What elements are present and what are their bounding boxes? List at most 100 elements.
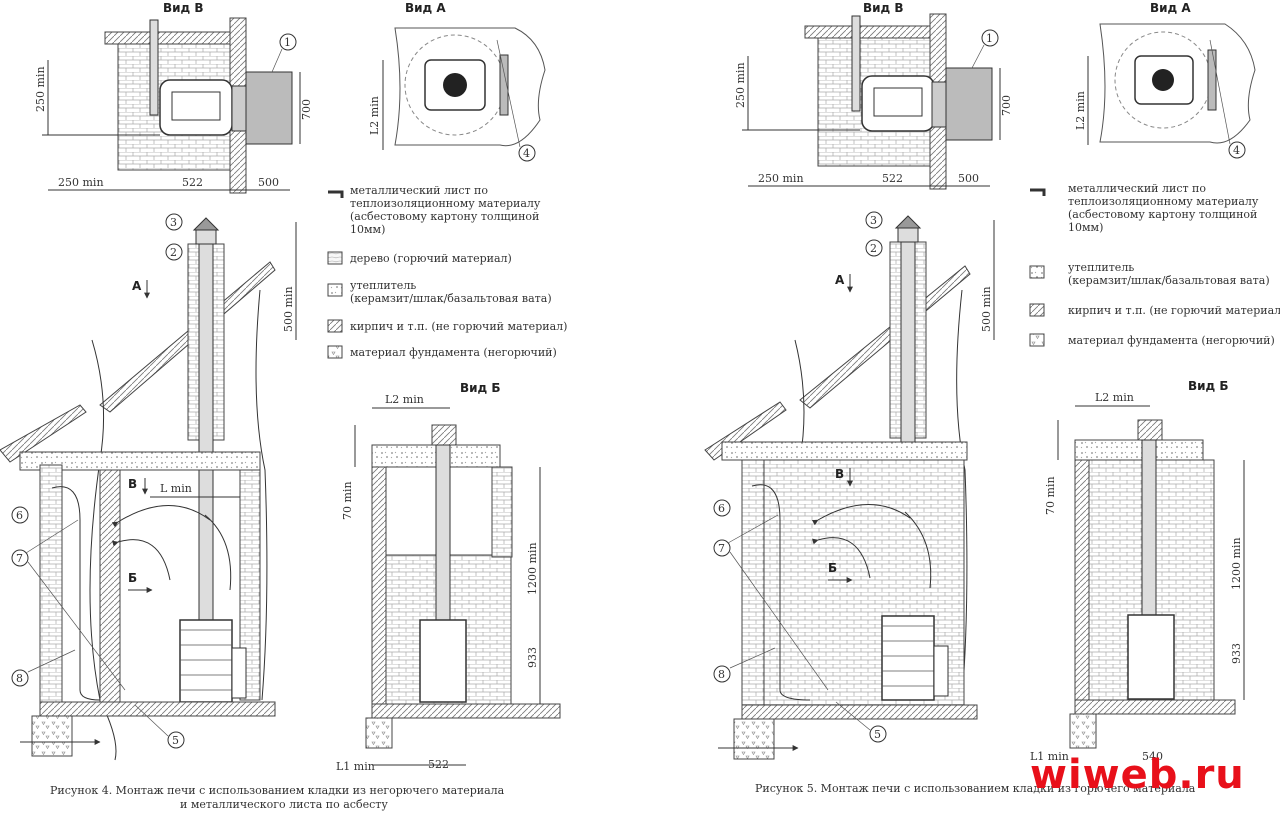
left-dim-lmin-label: L min	[160, 482, 192, 495]
left-view-b-foundation	[365, 717, 393, 749]
legend-right-metal-text-3: (асбестовому картону толщиной	[1068, 208, 1257, 221]
left-view-v-label: Вид В	[163, 1, 204, 15]
left-chimney-pipe	[198, 243, 214, 621]
left-callout-7-leader	[25, 519, 79, 554]
right-view-b-pipe	[1141, 439, 1157, 616]
legend-ins-swatch	[327, 283, 343, 297]
left-callout-2	[165, 243, 183, 261]
legend-fnd-text: материал фундамента (негорючий)	[350, 346, 557, 359]
left-callout-4	[518, 144, 536, 162]
left-caption-line-1: Рисунок 4. Монтаж печи с использованием …	[50, 784, 505, 797]
right-callout-6	[713, 499, 731, 517]
right-callout-6-label: 6	[718, 502, 725, 515]
right-view-a: Вид А L2 min 4	[1074, 1, 1256, 159]
left-airflow-1	[111, 505, 211, 528]
right-view-v-tunnel	[931, 81, 947, 128]
right-callout-4-leader	[1209, 39, 1231, 145]
legend-right-brick-swatch	[1029, 303, 1045, 317]
left-dim-700-label: 700	[300, 99, 313, 120]
right-arrow-v-label: В	[835, 467, 844, 481]
right-view-b-chimney-top	[1137, 419, 1163, 441]
left-stove-door	[231, 647, 247, 699]
right-view-b-floor	[1074, 699, 1236, 715]
legend-metal-text-4: 10мм)	[350, 223, 385, 236]
right-foundation	[733, 718, 775, 760]
right-caption: Рисунок 5. Монтаж печи с использованием …	[755, 782, 1196, 795]
right-airflow-3	[904, 511, 932, 589]
left-view-v-ceiling	[104, 31, 246, 45]
left-chimney-top	[195, 229, 217, 245]
left-view-a-metal-sheet	[499, 54, 509, 116]
right-dim-250-horizontal-label: 250 min	[758, 172, 804, 185]
right-view-b-dim-1200-label: 1200 min	[1230, 537, 1243, 590]
legend-right-fnd-swatch	[1029, 333, 1045, 347]
left-right-brick-wall	[239, 469, 261, 701]
left-foundation	[31, 715, 73, 757]
right-callout-3	[865, 211, 883, 229]
left-roof-lower	[0, 404, 87, 463]
legend-metal-swatch	[328, 190, 344, 198]
right-stove-door	[933, 645, 949, 697]
legend-metal-text-3: (асбестовому картону толщиной	[350, 210, 539, 223]
right-view-v-label: Вид В	[863, 1, 904, 15]
right-view-a-metal-sheet	[1207, 49, 1217, 111]
left-view-b-brick-top	[491, 466, 513, 558]
left-main-section: 3 2 500 min А В	[0, 213, 297, 761]
right-ceiling-insulation	[721, 441, 968, 461]
legend-right-ins-text-2: (керамзит/шлак/базальтовая вата)	[1068, 274, 1270, 287]
left-arrow-b-label: Б	[128, 571, 137, 585]
left-view-a-stones	[443, 73, 467, 97]
right-view-a-dim-l2-label: L2 min	[1074, 91, 1087, 130]
right-callout-5-label: 5	[874, 728, 881, 741]
left-view-b-dim-l1-label: L1 min	[336, 760, 375, 773]
right-view-a-label: Вид А	[1150, 1, 1191, 15]
left-view-b-dim-70-label: 70 min	[341, 481, 354, 520]
right-floor	[741, 704, 978, 720]
right-view-b-ceiling	[1074, 439, 1204, 461]
left-pipe	[51, 486, 101, 701]
right-callout-2-label: 2	[870, 242, 877, 255]
right-airflow-1	[811, 504, 911, 526]
right-callout-4-label: 4	[1233, 144, 1240, 157]
right-view-b-left-wall	[1074, 459, 1090, 701]
right-view-b-label: Вид Б	[1188, 379, 1229, 393]
right-view-b-dim-70-label: 70 min	[1044, 476, 1057, 515]
left-view-b-stove	[419, 619, 467, 703]
left-dim-500-label: 500	[258, 176, 279, 189]
right-dim-522-label: 522	[882, 172, 903, 185]
legend-ins-text-1: утеплитель	[350, 279, 416, 292]
legend-metal-text-1: металлический лист по	[350, 184, 488, 197]
left-callout-2-label: 2	[170, 246, 177, 259]
left-callout-7-label: 7	[16, 552, 23, 565]
left-view-a-dim-l2-label: L2 min	[368, 96, 381, 135]
left-caption-line-2: и металлического листа по асбесту	[180, 798, 388, 811]
legend-right-ins-swatch	[1029, 265, 1045, 279]
left-view-b: Вид Б L2 min 70 min 1200 min 933 L1 min …	[336, 381, 561, 773]
legend-brick-text: кирпич и т.п. (не горючий материал)	[350, 320, 567, 333]
left-arrow-v-label: В	[128, 477, 137, 491]
legend-fnd-swatch	[327, 345, 343, 359]
right-view-b-stove	[1127, 614, 1175, 700]
right-view-v-water-tank	[945, 67, 993, 141]
left-callout-5	[167, 731, 185, 749]
right-view-b-dim-540-label: 540	[1142, 750, 1163, 763]
left-chimney-cap	[192, 217, 220, 231]
legend-right-metal-swatch	[1030, 188, 1046, 196]
left-callout-4-leader	[496, 39, 521, 148]
left-view-v-tunnel	[231, 85, 247, 132]
right-callout-3-label: 3	[870, 214, 877, 227]
left-callout-4-label: 4	[523, 147, 530, 160]
left-callout-6-label: 6	[16, 509, 23, 522]
left-view-b-left-wall	[371, 466, 387, 705]
right-figure: Вид В 1 250 min 700 250 min 522 500 Вид …	[704, 1, 1280, 795]
right-callout-8-label: 8	[718, 668, 725, 681]
left-view-b-pipe	[435, 444, 451, 621]
legend-brick-swatch	[327, 319, 343, 333]
left-view-b-dim-1200-label: 1200 min	[526, 542, 539, 595]
left-view-b-dim-933-label: 933	[526, 647, 539, 668]
left-airflow-2	[111, 539, 171, 581]
right-chimney-cap	[894, 215, 922, 229]
left-view-b-dim-l2-label: L2 min	[385, 393, 424, 406]
legend-right-brick-text: кирпич и т.п. (не горючий материал)	[1068, 304, 1280, 317]
legend-right-metal-text-4: 10мм)	[1068, 221, 1103, 234]
